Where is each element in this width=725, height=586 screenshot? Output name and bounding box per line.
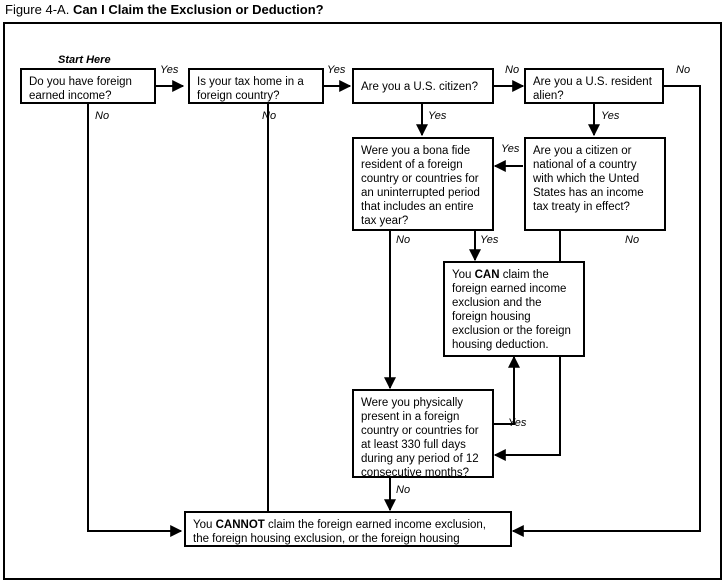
edge-label-q5-yes: Yes <box>480 234 499 246</box>
node-tax-home-foreign-country: Is your tax home in a foreign country? <box>188 68 324 104</box>
figure-caption: Figure 4-A. Can I Claim the Exclusion or… <box>5 2 324 18</box>
figure-number: Figure 4-A. <box>5 2 70 17</box>
node-can-claim-emphasis: CAN <box>474 269 500 281</box>
node-foreign-earned-income-text: Do you have foreign earned income? <box>29 76 132 102</box>
node-tax-treaty-country-text: Are you a citizen or national of a count… <box>533 145 644 213</box>
node-can-claim-post: claim the foreign earned income exclusio… <box>452 269 571 351</box>
edge-label-q2-yes: Yes <box>327 64 346 76</box>
edge-label-q7-yes: Yes <box>508 417 527 429</box>
figure-title: Can I Claim the Exclusion or Deduction? <box>72 2 324 17</box>
node-cannot-claim-post: claim the foreign earned income exclusio… <box>193 519 486 545</box>
edge-label-q2-no: No <box>262 110 277 122</box>
node-cannot-claim-pre: You <box>193 519 216 531</box>
figure-frame <box>3 22 722 580</box>
node-can-claim-pre: You <box>452 269 475 281</box>
edge-label-q3-yes: Yes <box>428 110 447 122</box>
edge-label-q4-no: No <box>676 64 691 76</box>
node-us-resident-alien: Are you a U.S. resident alien? <box>524 68 664 104</box>
node-can-claim: You CAN claim the foreign earned income … <box>443 261 585 357</box>
start-here-label: Start Here <box>58 54 111 66</box>
node-us-resident-alien-text: Are you a U.S. resident alien? <box>533 76 652 102</box>
node-cannot-claim: You CANNOT claim the foreign earned inco… <box>184 511 512 547</box>
node-us-citizen-text: Are you a U.S. citizen? <box>361 80 478 93</box>
edge-label-q1-no: No <box>95 110 110 122</box>
edge-label-q7-no: No <box>396 484 411 496</box>
edge-label-q1-yes: Yes <box>160 64 179 76</box>
edge-label-q4-yes: Yes <box>601 110 620 122</box>
edge-label-q5-no: No <box>396 234 411 246</box>
edge-label-q6-yes: Yes <box>501 143 520 155</box>
node-us-citizen: Are you a U.S. citizen? <box>352 68 494 104</box>
node-foreign-earned-income: Do you have foreign earned income? <box>20 68 156 104</box>
node-bona-fide-resident: Were you a bona fide resident of a forei… <box>352 137 494 231</box>
node-tax-treaty-country: Are you a citizen or national of a count… <box>524 137 666 231</box>
node-tax-home-foreign-country-text: Is your tax home in a foreign country? <box>197 76 304 102</box>
node-physical-presence: Were you physically present in a foreign… <box>352 389 494 478</box>
node-physical-presence-text: Were you physically present in a foreign… <box>361 397 479 478</box>
edge-label-q6-no: No <box>625 234 640 246</box>
node-bona-fide-resident-text: Were you a bona fide resident of a forei… <box>361 145 480 227</box>
edge-label-q3-no: No <box>505 64 520 76</box>
node-cannot-claim-emphasis: CANNOT <box>215 519 265 531</box>
